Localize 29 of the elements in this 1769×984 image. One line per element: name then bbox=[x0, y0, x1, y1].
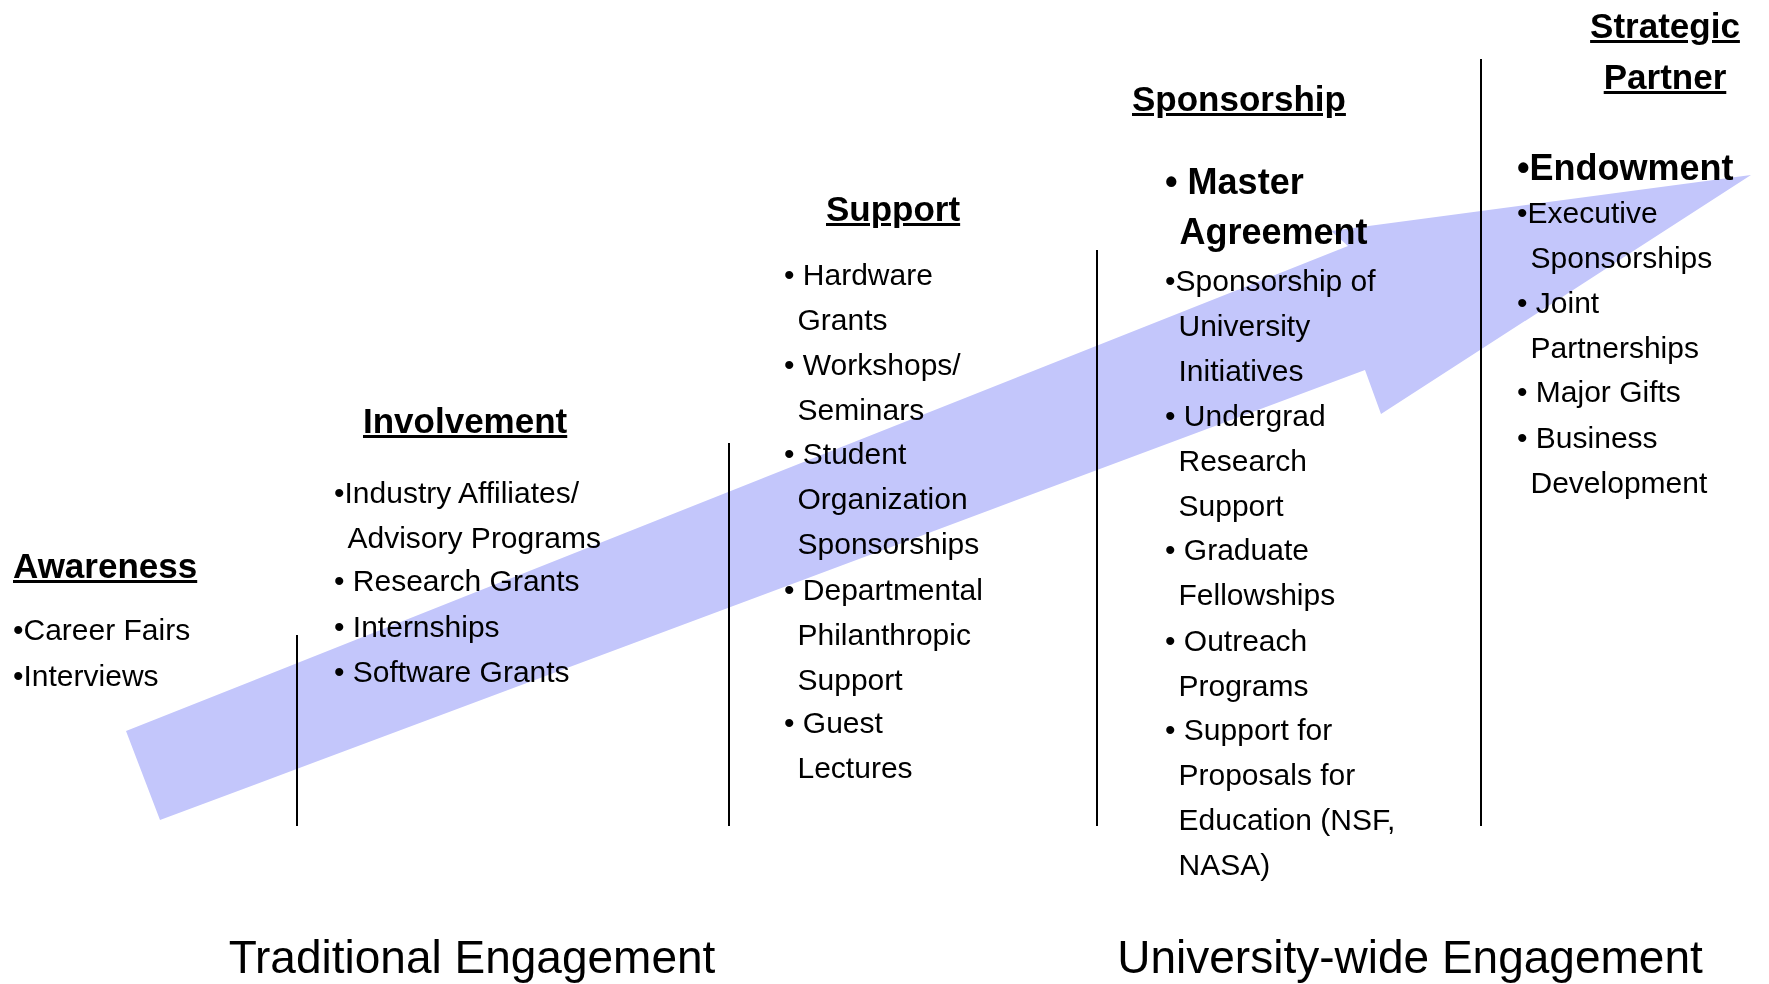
bullet-item: • Research Grants bbox=[334, 563, 581, 599]
bullet-item: • Student Organization Sponsorships bbox=[784, 436, 981, 562]
bullet-item: • Workshops/ Seminars bbox=[784, 347, 962, 428]
bullet-item: • Outreach Programs bbox=[1165, 623, 1310, 704]
bullet-item: •Executive Sponsorships bbox=[1517, 195, 1714, 276]
bullet-item: •Interviews bbox=[13, 658, 160, 694]
bullet-item: •Career Fairs bbox=[13, 612, 192, 648]
bullet-item: • Master Agreement bbox=[1165, 160, 1369, 254]
column-heading: Strategic Partner bbox=[1589, 5, 1741, 98]
bullet-item: • Business Development bbox=[1517, 420, 1709, 501]
bullet-item: •Industry Affiliates/ Advisory Programs bbox=[334, 475, 602, 556]
bullet-item: •Endowment bbox=[1517, 146, 1735, 190]
bullet-item: • Internships bbox=[334, 609, 501, 645]
bullet-item: • Undergrad Research Support bbox=[1165, 398, 1327, 524]
bullet-item: •Sponsorship of University Initiatives bbox=[1165, 263, 1377, 389]
column-heading: Involvement bbox=[363, 401, 569, 441]
bullet-item: • Hardware Grants bbox=[784, 257, 934, 338]
column-heading: Awareness bbox=[13, 546, 199, 586]
bullet-item: • Support for Proposals for Education (NSF, NASA) bbox=[1165, 712, 1397, 883]
bullet-item: • Software Grants bbox=[334, 654, 571, 690]
bullet-item: • Joint Partnerships bbox=[1517, 285, 1700, 366]
bullet-item: • Major Gifts bbox=[1517, 374, 1682, 410]
column-heading: Sponsorship bbox=[1132, 79, 1347, 119]
bullet-item: • Departmental Philanthropic Support bbox=[784, 572, 984, 698]
section-label: University-wide Engagement bbox=[1116, 930, 1704, 984]
column-heading: Support bbox=[826, 189, 962, 229]
bullet-item: • Guest Lectures bbox=[784, 705, 914, 786]
bullet-item: • Graduate Fellowships bbox=[1165, 532, 1337, 613]
section-label: Traditional Engagement bbox=[227, 930, 717, 984]
